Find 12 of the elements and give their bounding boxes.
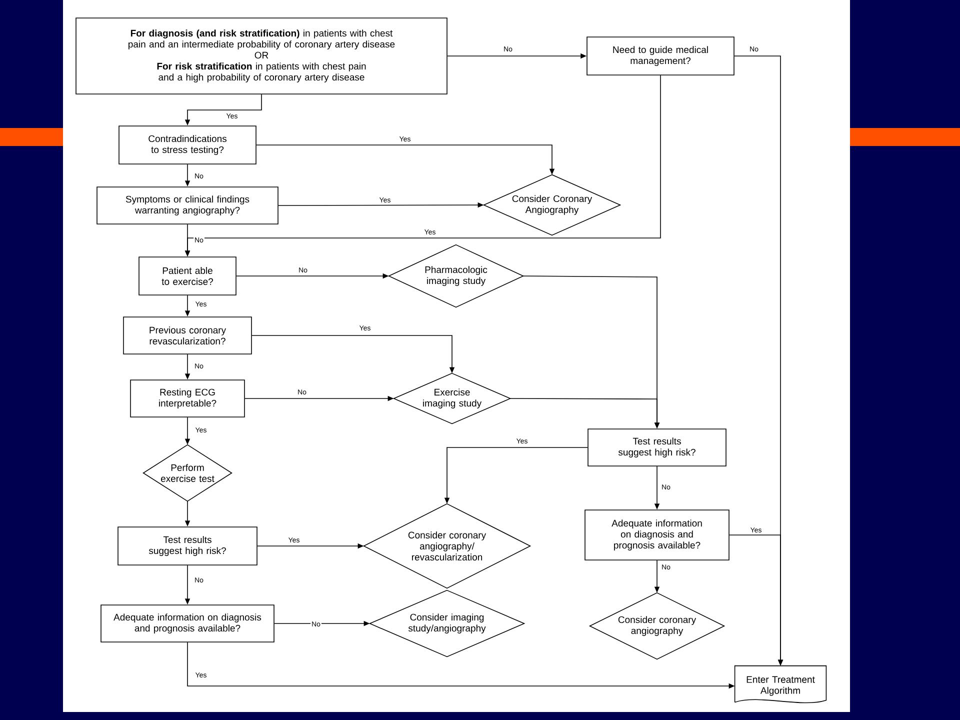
process-box: Symptoms or clinical findings warranting angiography? (96, 186, 278, 224)
process-box: Resting ECG interpretable? (130, 380, 245, 418)
document-shape: Enter Treatment Algorithm (734, 665, 827, 704)
process-box: For diagnosis (and risk stratification) in patients with chest pain and an intermediate probability of coronary artery disease OR For risk stratification in patients with chest pain and a high probability of coronary artery disease (76, 18, 448, 94)
process-box: Adequate information on diagnosis and prognosis available? (584, 510, 730, 560)
process-box: Contradindications to stress testing? (118, 126, 256, 164)
process-box: Test results suggest high risk? (588, 428, 726, 466)
process-box: Test results suggest high risk? (118, 526, 258, 566)
process-box: Patient able to exercise? (138, 256, 236, 296)
process-box: Adequate information on diagnosis and prognosis available? (100, 604, 274, 642)
process-box: Previous coronary revascularization? (123, 316, 252, 354)
process-box: Need to guide medical management? (586, 36, 734, 76)
